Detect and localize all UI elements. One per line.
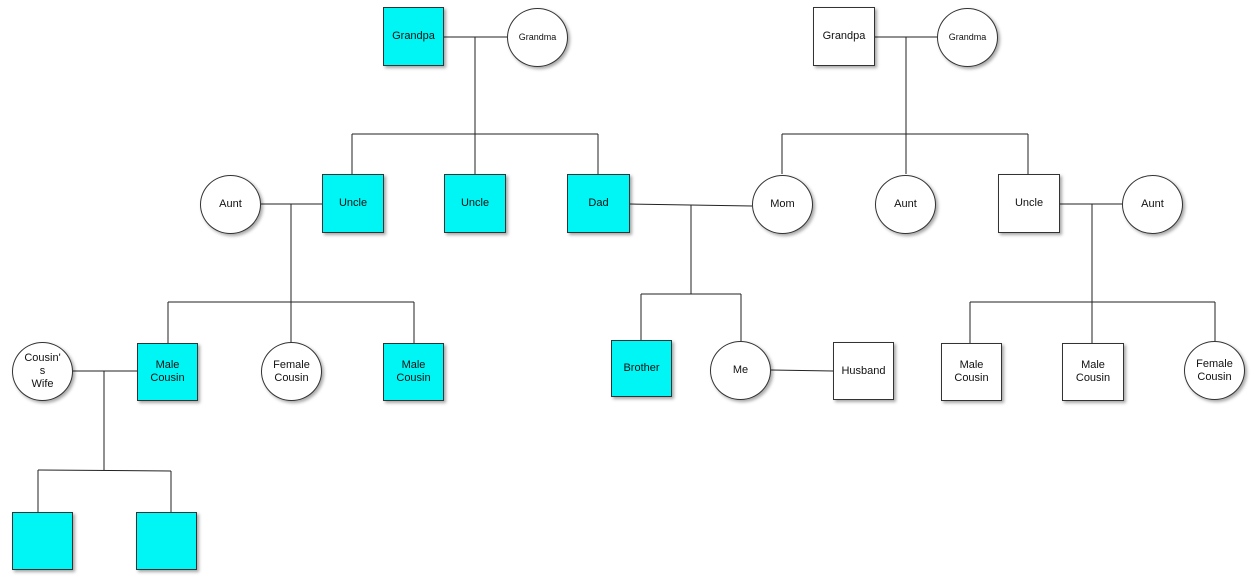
paternal-male-cousin-node: Male Cousin (383, 343, 444, 401)
cousin-child-node (136, 512, 197, 570)
mom-node: Mom (752, 175, 813, 234)
brother-node: Brother (611, 340, 672, 397)
node-label: Aunt (219, 198, 242, 210)
node-label: Male Cousin (1075, 359, 1111, 384)
cousin-child-node (12, 512, 73, 570)
node-label: Uncle (338, 197, 368, 209)
node-label: Grandpa (392, 30, 435, 42)
node-label: Male Cousin (150, 359, 185, 384)
node-label: Female Cousin (1196, 357, 1233, 383)
node-label: Grandma (948, 32, 987, 42)
node-label: Aunt (894, 198, 917, 210)
husband-node: Husband (833, 342, 894, 400)
paternal-female-cousin-node: Female Cousin (261, 342, 322, 401)
paternal-grandma-node: Grandma (507, 8, 568, 67)
maternal-grandpa-node: Grandpa (813, 7, 875, 66)
maternal-grandma-node: Grandma (937, 8, 998, 67)
node-label: Grandpa (822, 30, 866, 42)
maternal-female-cousin-node: Female Cousin (1184, 341, 1245, 400)
node-label: Uncle (1014, 197, 1044, 209)
node-label: Aunt (1141, 198, 1164, 210)
node-label: Uncle (460, 197, 490, 209)
maternal-male-cousin-node: Male Cousin (941, 343, 1002, 401)
paternal-uncle-node: Uncle (444, 174, 506, 233)
node-label: Cousin' s Wife (24, 352, 61, 390)
node-label: Male Cousin (954, 359, 989, 384)
maternal-aunt-by-marriage-node: Aunt (1122, 175, 1183, 234)
maternal-aunt-node: Aunt (875, 175, 936, 234)
paternal-uncle-node: Uncle (322, 174, 384, 233)
node-label: Male Cousin (396, 359, 431, 384)
node-label: Husband (841, 364, 886, 377)
paternal-male-cousin-node: Male Cousin (137, 343, 198, 401)
node-label: Me (732, 364, 749, 376)
me-node: Me (710, 341, 771, 400)
node-label: Grandma (518, 32, 557, 42)
maternal-male-cousin-node: Male Cousin (1062, 343, 1124, 401)
node-label: Female Cousin (273, 358, 310, 384)
maternal-uncle-node: Uncle (998, 174, 1060, 233)
dad-node: Dad (567, 174, 630, 233)
node-label: Mom (770, 198, 795, 210)
paternal-aunt-by-marriage-node: Aunt (200, 175, 261, 234)
node-label: Dad (588, 197, 609, 209)
node-label: Brother (623, 362, 660, 374)
cousins-wife-node: Cousin' s Wife (12, 342, 73, 401)
paternal-grandpa-node: Grandpa (383, 7, 444, 66)
